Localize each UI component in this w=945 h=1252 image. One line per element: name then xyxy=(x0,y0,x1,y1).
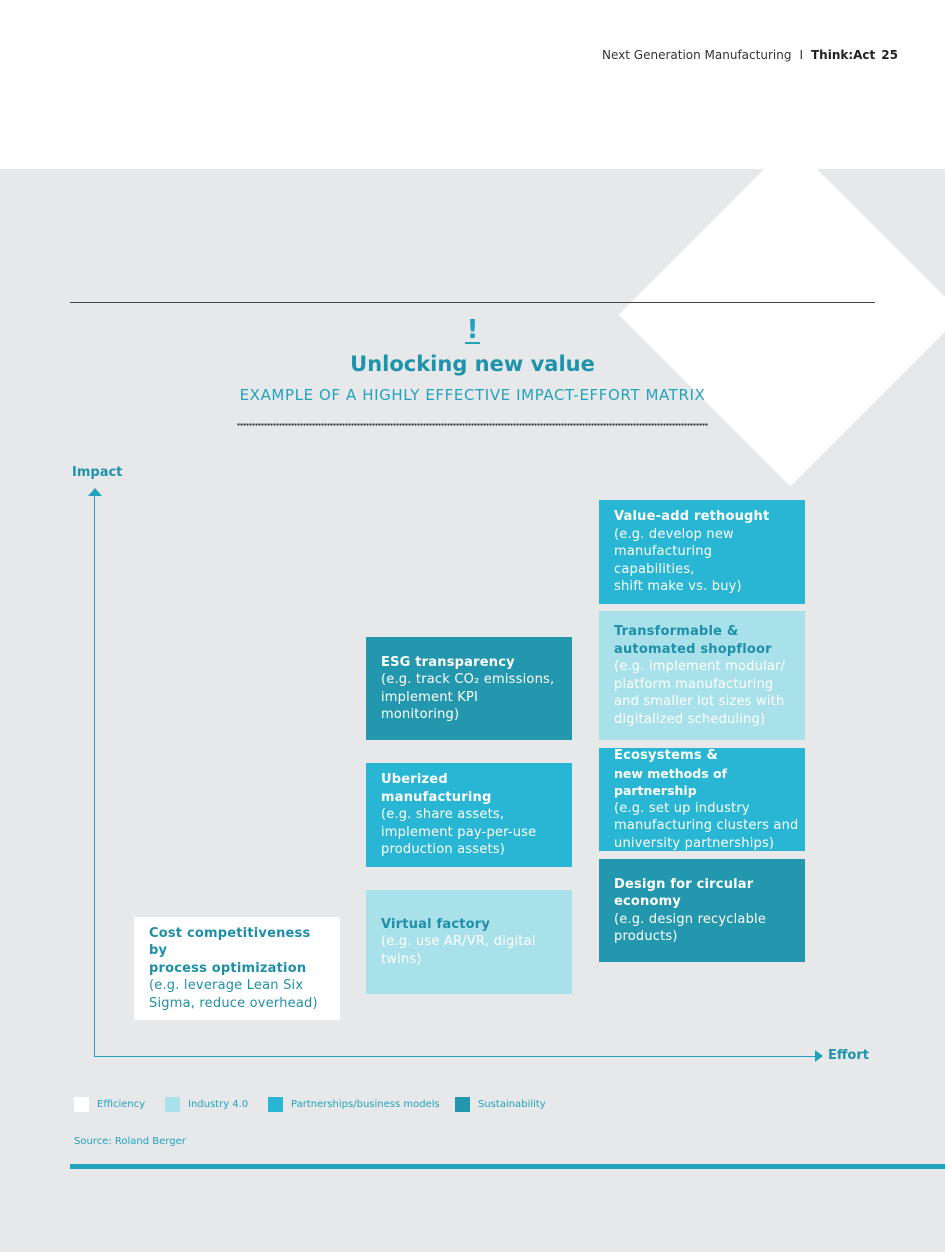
box-description: (e.g. set up industry manufacturing clus… xyxy=(614,800,799,851)
x-axis-arrow-icon xyxy=(815,1050,823,1062)
y-axis-arrow-icon xyxy=(88,488,102,496)
legend-swatch xyxy=(165,1097,180,1112)
figure-subtitle: EXAMPLE OF A HIGHLY EFFECTIVE IMPACT-EFF… xyxy=(239,386,706,404)
box-title: Ecosystems & new methods of partnership xyxy=(614,748,728,798)
box-title: Uberized manufacturing xyxy=(381,772,492,805)
box-description: (e.g. use AR/VR, digital twins) xyxy=(381,934,536,967)
legend-swatch xyxy=(455,1097,470,1112)
page-number: 25 xyxy=(881,48,898,62)
box-title: Cost competitiveness by process optimiza… xyxy=(149,925,311,976)
box-virtual-factory: Virtual factory (e.g. use AR/VR, digital… xyxy=(366,890,572,994)
x-axis-label: Effort xyxy=(828,1048,869,1063)
box-description: (e.g. track CO₂ emissions, implement KPI… xyxy=(381,672,555,722)
box-circular-economy: Design for circular economy (e.g. design… xyxy=(599,859,805,962)
legend-item-industry: Industry 4.0 xyxy=(165,1097,248,1112)
box-value-add-rethought: Value-add rethought (e.g. develop new ma… xyxy=(599,500,805,604)
legend-item-efficiency: Efficiency xyxy=(74,1097,145,1112)
figure-panel: ! Unlocking new value EXAMPLE OF A HIGHL… xyxy=(0,169,945,1252)
legend-swatch xyxy=(268,1097,283,1112)
x-axis xyxy=(94,1056,816,1057)
y-axis xyxy=(94,496,95,1057)
box-description: (e.g. design recyclable products) xyxy=(614,911,767,945)
box-transformable-shopfloor: Transformable & automated shopfloor (e.g… xyxy=(599,611,805,740)
page-header: Next Generation Manufacturing I Think:Act 2… xyxy=(602,48,898,62)
box-title: Virtual factory xyxy=(381,916,491,932)
box-ecosystems-partnership: Ecosystems & new methods of partnership … xyxy=(599,748,805,851)
box-title: Transformable & automated shopfloor xyxy=(614,624,772,657)
y-axis-label: Impact xyxy=(72,465,123,480)
legend-swatch xyxy=(74,1097,89,1112)
box-esg-transparency: ESG transparency (e.g. track CO₂ emissio… xyxy=(366,637,572,740)
exclamation-icon: ! xyxy=(0,315,945,345)
source-note: Source: Roland Berger xyxy=(74,1136,186,1147)
top-rule xyxy=(70,302,875,303)
exclamation-mark: ! xyxy=(464,315,481,345)
box-description: (e.g. leverage Lean Six Sigma, reduce ov… xyxy=(149,978,318,1011)
dotted-divider xyxy=(237,423,708,426)
brand-name: Think:Act xyxy=(810,48,876,62)
legend-item-sustainability: Sustainability xyxy=(455,1097,546,1112)
box-description: (e.g. implement modular/ platform manufa… xyxy=(614,659,786,727)
publication-title: Next Generation Manufacturing xyxy=(602,48,792,62)
box-description: (e.g. share assets, implement pay-per-us… xyxy=(381,807,537,858)
figure-title: Unlocking new value xyxy=(350,352,595,376)
legend-item-partnerships: Partnerships/business models xyxy=(268,1097,440,1112)
box-description: (e.g. develop new manufacturing capabili… xyxy=(614,526,742,595)
box-title: Design for circular economy xyxy=(614,876,754,910)
box-uberized-manufacturing: Uberized manufacturing (e.g. share asset… xyxy=(366,763,572,867)
box-cost-competitiveness: Cost competitiveness by process optimiza… xyxy=(134,917,340,1020)
box-title: Value-add rethought xyxy=(614,509,770,525)
bottom-rule xyxy=(70,1164,945,1169)
header-separator: I xyxy=(799,48,803,62)
box-title: ESG transparency xyxy=(381,654,515,670)
